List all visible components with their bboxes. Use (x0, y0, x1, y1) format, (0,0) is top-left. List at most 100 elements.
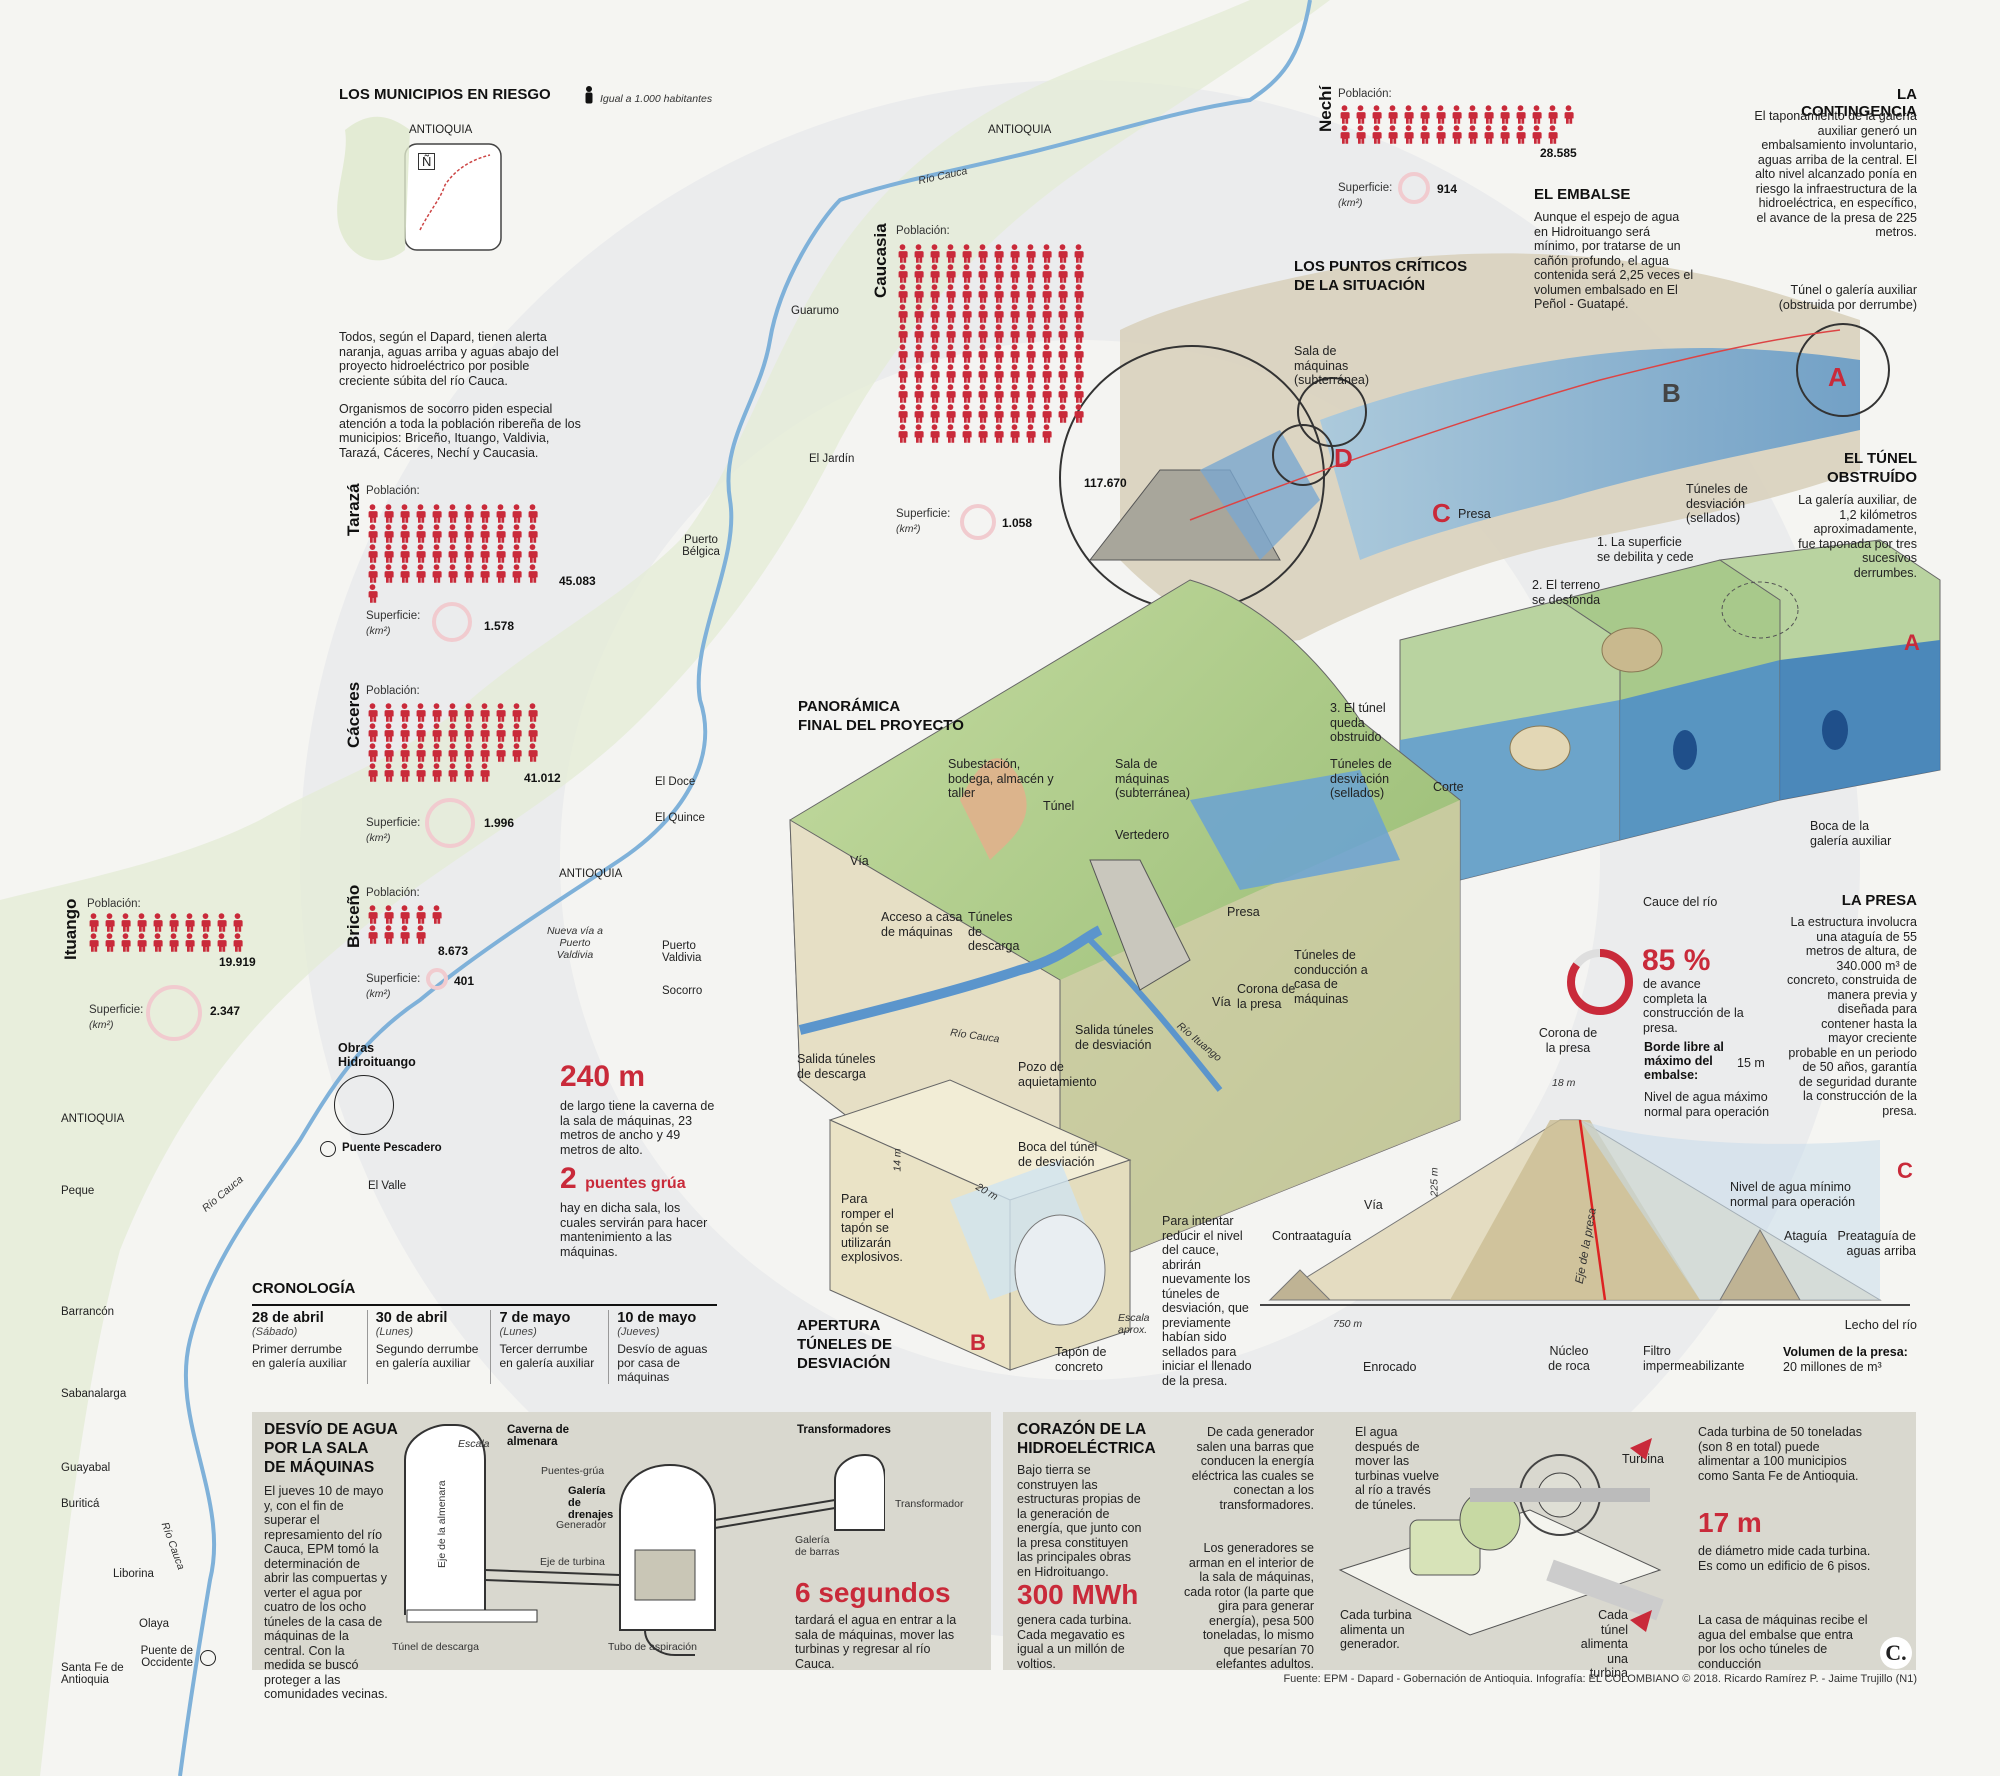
person-icon (946, 344, 956, 363)
person-icon (914, 304, 924, 323)
desvio-puentes: Puentes-grúa (541, 1465, 605, 1477)
person-icon (416, 905, 426, 924)
person-icon (153, 913, 163, 932)
embalse-text: Aunque el espejo de agua en Hidroituango… (1534, 210, 1694, 311)
corazon-turbina: Turbina (1622, 1452, 1664, 1466)
puntos-sala: Sala de máquinas (subterránea) (1294, 344, 1370, 387)
presa-nivel-min: Nivel de agua mínimo normal para operaci… (1730, 1180, 1856, 1209)
caceres-area-circle (425, 798, 475, 848)
person-icon (448, 524, 458, 543)
person-icon (496, 703, 506, 722)
person-icon (400, 524, 410, 543)
person-icon (1026, 344, 1036, 363)
person-icon (384, 524, 394, 543)
cronologia-list: 28 de abril (Sábado) Primer derrumbe en … (252, 1310, 722, 1384)
person-icon (898, 424, 908, 443)
desvio-seg-text: tardará el agua en entrar a la sala de m… (795, 1613, 957, 1671)
person-icon (416, 524, 426, 543)
map-antioquia-mid: ANTIOQUIA (559, 868, 623, 880)
person-icon (384, 564, 394, 583)
person-icon (898, 304, 908, 323)
municipios-title: LOS MUNICIPIOS EN RIESGO (339, 86, 551, 103)
person-icon (1026, 304, 1036, 323)
nechi-km-label: (km²) (1338, 197, 1363, 209)
apertura-title-1: APERTURA (797, 1317, 881, 1334)
person-icon (448, 703, 458, 722)
person-icon (528, 544, 538, 563)
ituango-population: 19.919 (219, 955, 256, 969)
person-icon (185, 933, 195, 952)
presa-base: 750 m (1333, 1318, 1363, 1330)
briceno-area-circle (426, 968, 448, 990)
taraza-superficie-label: Superficie: (366, 610, 421, 622)
critical-circle-a (1796, 323, 1890, 417)
caverna-value: 240 m (560, 1060, 646, 1093)
person-icon (978, 424, 988, 443)
person-icon (962, 284, 972, 303)
person-icon (233, 913, 243, 932)
presa-text: La estructura involucra una ataguía de 5… (1787, 915, 1917, 1118)
tunel-tuneles: Túneles de desviación (sellados) (1330, 757, 1392, 800)
person-icon (1372, 125, 1382, 144)
person-icon (1026, 364, 1036, 383)
person-icon (416, 564, 426, 583)
person-icon (432, 763, 442, 782)
person-icon (1058, 364, 1068, 383)
corazon-generadores: Los generadores se arman en el interior … (1184, 1541, 1314, 1671)
briceno-population: 8.673 (438, 944, 469, 958)
person-icon (1074, 284, 1084, 303)
person-icon (1468, 105, 1478, 124)
tunel-corte: Corte (1433, 780, 1464, 794)
person-icon (1010, 404, 1020, 423)
caverna-text: de largo tiene la caverna de la sala de … (560, 1099, 715, 1157)
person-icon (1010, 344, 1020, 363)
caceres-poblacion-label: Población: (366, 685, 420, 697)
corazon-cada-tunel: Cada túnel alimenta una turbina (1580, 1608, 1628, 1680)
person-icon (978, 404, 988, 423)
person-icon (368, 564, 378, 583)
person-icon (994, 424, 1004, 443)
person-icon (1042, 404, 1052, 423)
person-icon (464, 504, 474, 523)
taraza-population-icons (366, 504, 541, 603)
person-icon (1452, 125, 1462, 144)
person-icon (978, 244, 988, 263)
nechi-population-icons (1338, 105, 1577, 144)
person-icon (946, 264, 956, 283)
person-icon (368, 544, 378, 563)
person-icon (1058, 404, 1068, 423)
corazon-title-2: HIDROELÉCTRICA (1017, 1440, 1156, 1457)
person-icon (448, 763, 458, 782)
person-icon (1026, 244, 1036, 263)
map-puente: Puente Pescadero (342, 1142, 442, 1154)
powerhouse-diagram (404, 1424, 885, 1656)
person-icon (1058, 384, 1068, 403)
person-icon (448, 723, 458, 742)
person-icon (1010, 264, 1020, 283)
corazon-diam: 17 m (1698, 1507, 1762, 1538)
person-icon (1010, 384, 1020, 403)
person-icon (1074, 344, 1084, 363)
person-icon (496, 524, 506, 543)
caceres-area: 1.996 (484, 816, 515, 830)
corazon-mwh: 300 MWh (1017, 1579, 1139, 1610)
obras-circle (334, 1075, 394, 1135)
cronologia-event: 28 de abril (Sábado) Primer derrumbe en … (252, 1310, 357, 1384)
person-icon (1026, 404, 1036, 423)
place-olaya: Olaya (139, 1618, 170, 1630)
person-icon (994, 344, 1004, 363)
person-icon (368, 703, 378, 722)
person-icon (994, 244, 1004, 263)
event-day: (Jueves) (617, 1326, 660, 1338)
person-icon (528, 564, 538, 583)
person-icon (962, 404, 972, 423)
ituango-superficie-label: Superficie: (89, 1004, 144, 1016)
person-icon (496, 723, 506, 742)
desvio-title-3: DE MÁQUINAS (264, 1459, 375, 1476)
person-icon (1532, 125, 1542, 144)
person-icon (946, 364, 956, 383)
person-icon (930, 344, 940, 363)
panoramica-title-1: PANORÁMICA (798, 698, 901, 715)
tunel-step2: 2. El terreno se desfonda (1532, 578, 1601, 607)
event-date: 28 de abril (252, 1310, 324, 1326)
